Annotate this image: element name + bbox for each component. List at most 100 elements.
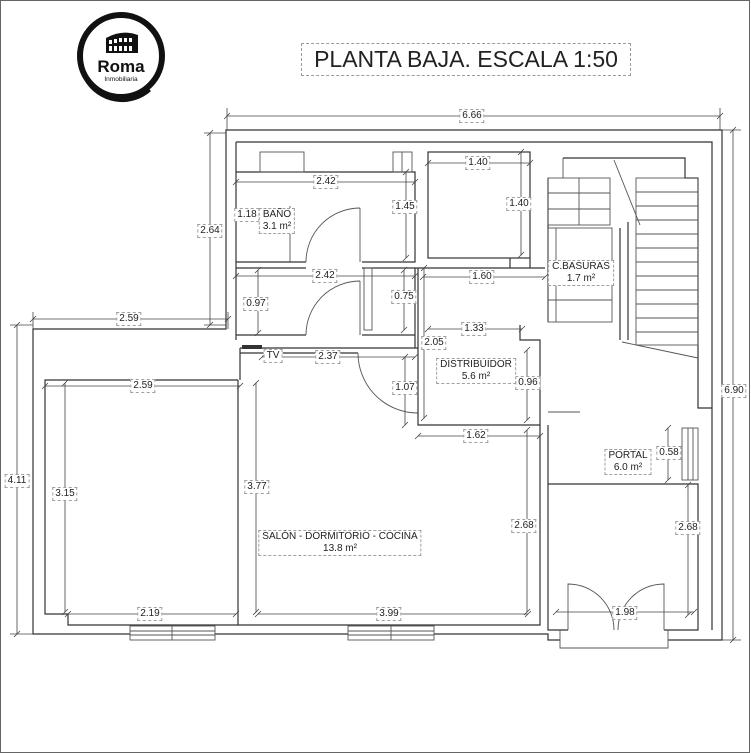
threshold — [559, 630, 669, 649]
room-label-bano: BAÑO 3.1 m² — [258, 208, 296, 234]
dimension-tick — [420, 264, 428, 272]
dimension-tick — [232, 272, 240, 280]
stair-steps — [636, 191, 698, 333]
exterior-wall-inner — [236, 141, 713, 630]
dimension-tick — [61, 379, 69, 387]
dim-portal-step: 0.58 — [656, 446, 682, 460]
dimension-tick — [517, 148, 525, 156]
dimension-tick — [414, 432, 422, 440]
logo: Roma Inmobiliaria — [77, 12, 165, 103]
hall-wall — [236, 267, 418, 348]
dimension-tick — [61, 608, 69, 616]
dim-portal-depth: 2.68 — [675, 521, 701, 535]
portal — [547, 411, 699, 649]
dim-lower-block-depth: 4.11 — [4, 474, 30, 488]
dim-bano-shower: 1.18 — [234, 208, 260, 222]
dimension-tick — [401, 421, 409, 429]
logo-brand: Roma — [97, 57, 145, 76]
dim-upper-block-offset: 2.59 — [116, 312, 142, 326]
window — [129, 625, 216, 641]
dim-passage-depth: 1.07 — [392, 381, 418, 395]
dimension-tick — [254, 266, 262, 274]
dim-corridor-width: 1.62 — [463, 429, 489, 443]
dimension-tick — [664, 476, 672, 484]
dim-top-room-width: 1.40 — [465, 156, 491, 170]
dim-salon-left-depth: 3.15 — [52, 487, 78, 501]
stair-flight — [635, 177, 699, 346]
dimension-tick — [236, 382, 244, 390]
stair-core-wall — [619, 222, 629, 340]
window-frame — [129, 625, 216, 641]
dim-salon-left-bottom: 2.19 — [137, 607, 163, 621]
dimension-tick — [541, 273, 549, 281]
plan-title: PLANTA BAJA. ESCALA 1:50 — [301, 43, 631, 76]
dimension-tick — [690, 608, 698, 616]
tv-icon — [242, 345, 262, 349]
dimension-lines — [10, 108, 741, 644]
dimension-tick — [254, 329, 262, 337]
door-swing — [567, 583, 665, 631]
room-area: 13.8 m² — [323, 543, 357, 554]
salon-walls — [44, 379, 541, 626]
logo-ring — [77, 12, 165, 100]
tv-label: TV — [263, 349, 283, 363]
dim-tv-wall: 2.37 — [315, 350, 341, 364]
dimension-tick — [684, 481, 692, 489]
cistern — [392, 151, 413, 173]
dimension-tick — [517, 251, 525, 259]
room-area: 1.7 m² — [566, 273, 596, 284]
dimension-tick — [523, 346, 531, 354]
dim-portal-width: 1.98 — [612, 606, 638, 620]
dimension-tick — [424, 159, 432, 167]
window-glazing — [348, 626, 434, 640]
dim-overall-depth: 6.90 — [721, 384, 747, 398]
dimension-tick — [424, 325, 432, 333]
portal-wall — [547, 425, 699, 631]
mailboxes — [681, 427, 699, 481]
mailboxes-divider — [687, 428, 694, 480]
dim-distribuidor-width: 1.33 — [461, 322, 487, 336]
stair-break-line — [621, 341, 699, 359]
room-label-distribuidor: DISTRIBUIDOR 5.6 m² — [436, 358, 516, 384]
top-middle-room-notch — [509, 258, 531, 268]
room-name: C.BASURAS — [552, 261, 610, 272]
dim-distribuidor-depth: 2.05 — [421, 336, 447, 350]
room-label-salon: SALÓN - DORMITORIO - COCINA 13.8 m² — [258, 530, 422, 556]
dim-overall-width: 6.66 — [459, 109, 485, 123]
dimension-tick — [411, 272, 419, 280]
dimension-tick — [523, 608, 531, 616]
dimension-tick — [536, 432, 544, 440]
dimension-tick — [252, 379, 260, 387]
dim-hall-depth: 0.97 — [243, 297, 269, 311]
dimension-tick — [526, 159, 534, 167]
dimension-tick — [664, 424, 672, 432]
room-name: DISTRIBUIDOR — [440, 359, 512, 370]
dimension-tick — [552, 608, 560, 616]
dimension-tick — [252, 608, 260, 616]
dim-bano-side-depth: 1.45 — [392, 200, 418, 214]
dimension-tick — [411, 353, 419, 361]
dim-upper-block-depth: 2.64 — [197, 224, 223, 238]
room-label-c-basuras: C.BASURAS 1.7 m² — [548, 260, 614, 286]
salon-partition — [237, 348, 241, 625]
dimension-tick — [232, 610, 240, 618]
dimension-tick — [419, 273, 427, 281]
dim-salon-right-depth: 2.68 — [511, 519, 537, 533]
dim-salon-left-width: 2.59 — [130, 379, 156, 393]
dimension-tick — [523, 426, 531, 434]
logo-ring-brush — [84, 79, 151, 103]
dimension-tick — [420, 414, 428, 422]
room-name: SALÓN - DORMITORIO - COCINA — [262, 531, 418, 542]
bathroom-wall — [235, 142, 416, 340]
dimension-tick — [402, 254, 410, 262]
room-name: PORTAL — [608, 450, 648, 461]
dimension-tick — [411, 178, 419, 186]
dimension-tick — [524, 610, 532, 618]
closet — [363, 267, 373, 331]
dim-closet-depth: 0.75 — [391, 290, 417, 304]
dim-basuras-front: 1.60 — [469, 270, 495, 284]
window — [347, 625, 435, 641]
dimension-tick — [684, 611, 692, 619]
door-swing — [305, 207, 361, 263]
